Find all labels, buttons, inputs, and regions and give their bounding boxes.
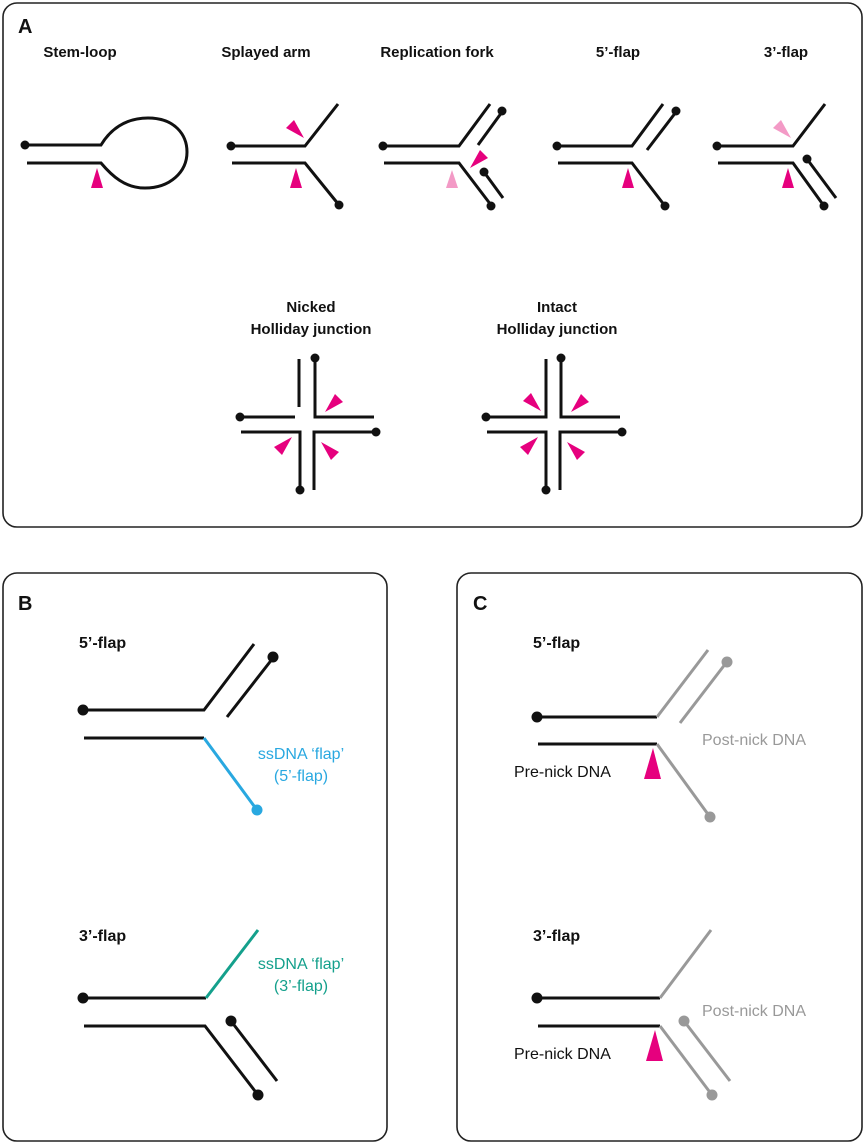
b-5-flap-note-1: ssDNA ‘flap’	[258, 746, 344, 763]
c-top-post-nick-label: Post-nick DNA	[702, 732, 806, 749]
minor-cleavage-arrow	[773, 120, 791, 138]
panel-c-label: C	[473, 593, 487, 615]
cleavage-arrow	[470, 150, 488, 168]
b-top-title: 5’-flap	[79, 635, 126, 652]
b-3-flap-diagram	[77, 929, 279, 1101]
cleavage-arrow	[646, 1030, 663, 1061]
3-flap-diagram	[712, 103, 838, 211]
cleavage-arrow	[286, 120, 304, 138]
5-flap-diagram	[552, 103, 681, 211]
c-bottom-post-nick-label: Post-nick DNA	[702, 1003, 806, 1020]
panel-c-frame	[456, 572, 863, 1142]
panel-a-frame	[2, 2, 863, 528]
minor-cleavage-arrow	[446, 170, 458, 188]
title-3-flap: 3’-flap	[764, 44, 808, 61]
intact-holliday-junction-diagram	[481, 353, 627, 495]
title-splayed-arm: Splayed arm	[221, 44, 310, 61]
title-stem-loop: Stem-loop	[43, 44, 116, 61]
c-3-flap-diagram	[531, 929, 732, 1101]
b-5-flap-note-2: (5’-flap)	[274, 768, 328, 785]
title-nicked-hj-1: Nicked	[286, 299, 335, 316]
c-5-flap-diagram	[531, 649, 733, 823]
b-3-flap-note-2: (3’-flap)	[274, 978, 328, 995]
b-bottom-title: 3’-flap	[79, 928, 126, 945]
c-top-pre-nick-label: Pre-nick DNA	[514, 764, 611, 781]
splayed-arm-diagram	[226, 103, 344, 210]
c-top-title: 5’-flap	[533, 635, 580, 652]
cleavage-arrow	[91, 168, 103, 188]
c-bottom-title: 3’-flap	[533, 928, 580, 945]
cleavage-arrow	[782, 168, 794, 188]
cleavage-arrow	[290, 168, 302, 188]
title-intact-hj-2: Holliday junction	[497, 321, 618, 338]
cleavage-arrow	[523, 393, 541, 411]
title-replication-fork: Replication fork	[380, 44, 494, 61]
panel-b-frame	[2, 572, 388, 1142]
cleavage-arrow	[567, 442, 585, 460]
cleavage-arrow	[644, 748, 661, 779]
title-nicked-hj-2: Holliday junction	[251, 321, 372, 338]
stem-loop-diagram	[20, 116, 189, 190]
replication-fork-diagram	[378, 103, 507, 211]
title-5-flap: 5’-flap	[596, 44, 640, 61]
cleavage-arrow	[321, 442, 339, 460]
b-5-flap-diagram	[77, 643, 279, 816]
panel-a-label: A	[18, 16, 32, 38]
c-bottom-pre-nick-label: Pre-nick DNA	[514, 1046, 611, 1063]
cleavage-arrow	[274, 437, 292, 455]
nicked-holliday-junction-diagram	[235, 353, 381, 495]
title-intact-hj-1: Intact	[537, 299, 577, 316]
cleavage-arrow	[571, 394, 589, 412]
cleavage-arrow	[520, 437, 538, 455]
cleavage-arrow	[622, 168, 634, 188]
b-3-flap-note-1: ssDNA ‘flap’	[258, 956, 344, 973]
cleavage-arrow	[325, 394, 343, 412]
panel-b-label: B	[18, 593, 32, 615]
